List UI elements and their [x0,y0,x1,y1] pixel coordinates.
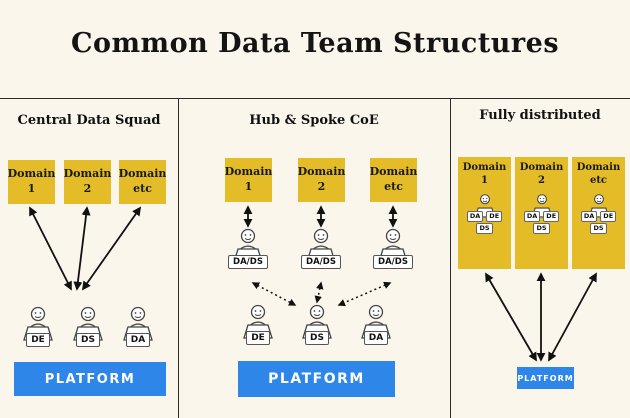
domain-box: Domain 1 [8,160,55,204]
role-label: DS [476,223,493,234]
role-label: DA [125,333,151,347]
platform-label: PLATFORM [44,371,136,387]
role-label: DE [486,211,503,222]
embedded-roles-row: DA DE [523,211,560,222]
platform-bar: PLATFORM [517,367,574,389]
vertical-divider-2 [450,98,451,418]
domain-box-embedded: Domain 2 DA DE DS [515,157,568,269]
embedded-roles-row: DA DE [466,211,503,222]
spoke-person: DA/DS [371,228,415,269]
role-label: DE [246,331,270,345]
role-label: DS [533,223,550,234]
domain-label: Domain 1 [462,162,507,186]
column-header-central-data-squad: Central Data Squad [17,113,161,128]
domain-box-embedded: Domain 1 DA DE DS [458,157,511,269]
platform-bar: PLATFORM [238,361,395,397]
vertical-divider-1 [178,98,179,418]
role-label: DA/DS [228,255,268,269]
domain-label: Domain etc [576,162,621,186]
role-label: DS [590,223,607,234]
role-label: DA [363,331,389,345]
person-ds: DS [66,306,110,347]
spoke-person: DA/DS [226,228,270,269]
role-label: DE [543,211,560,222]
arrows-central-squad [29,206,142,291]
role-label: DA [580,211,598,222]
domain-box: Domain 2 [64,160,111,204]
domain-box: Domain 2 [298,158,345,202]
person-da: DA [116,306,160,347]
role-label: DE [26,333,50,347]
platform-label: PLATFORM [517,373,574,383]
person-da: DA [354,304,398,345]
platform-label: PLATFORM [268,371,365,387]
role-label: DA/DS [301,255,341,269]
person-ds: DS [295,304,339,345]
domain-box: Domain etc [119,160,166,204]
role-label: DA/DS [373,255,413,269]
domain-box: Domain 1 [225,158,272,202]
role-label: DA [466,211,484,222]
domain-label: Domain 1 [7,167,56,195]
horizontal-divider [0,98,630,99]
domain-label: Domain etc [369,165,418,193]
domain-box-embedded: Domain etc DA DE DS [572,157,625,269]
embedded-roles-row: DA DE [580,211,617,222]
role-label: DS [305,331,329,345]
column-header-fully-distributed: Fully distributed [479,108,601,123]
arrows-hub-spoke-dotted [251,281,392,307]
domain-label: Domain 2 [519,162,564,186]
column-header-hub-spoke-coe: Hub & Spoke CoE [249,113,379,128]
domain-label: Domain etc [118,167,167,195]
role-label: DS [76,333,100,347]
person-de: DE [236,304,280,345]
role-label: DE [600,211,617,222]
domain-label: Domain 2 [63,167,112,195]
arrows-distributed [485,272,597,362]
platform-bar: PLATFORM [14,362,166,396]
role-label: DA [523,211,541,222]
person-de: DE [16,306,60,347]
domain-box: Domain etc [370,158,417,202]
arrows-hub-spoke-vertical [243,205,398,228]
domain-label: Domain 2 [297,165,346,193]
spoke-person: DA/DS [299,228,343,269]
page-title: Common Data Team Structures [70,28,560,59]
domain-label: Domain 1 [224,165,273,193]
